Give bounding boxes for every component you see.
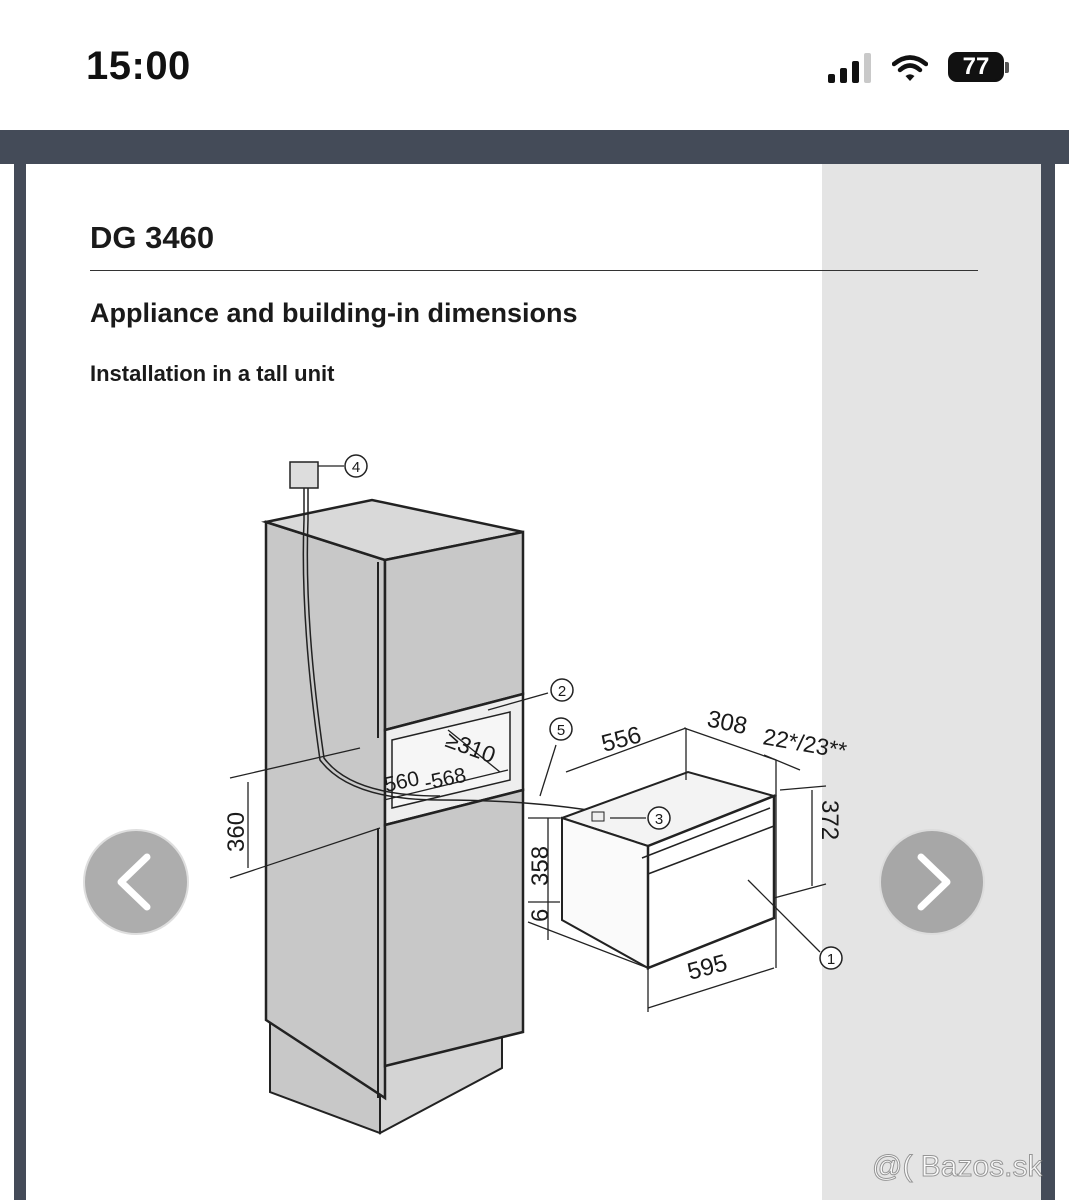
cabinet-side bbox=[264, 520, 387, 1101]
document-page: DG 3460 Appliance and building-in dimens… bbox=[26, 164, 1041, 1200]
junction-box bbox=[289, 461, 319, 489]
viewer-frame-top bbox=[0, 130, 1069, 164]
previous-image-button[interactable] bbox=[83, 829, 189, 935]
document-title: DG 3460 bbox=[90, 220, 215, 255]
dim-front-offset: 22*/23** bbox=[761, 723, 849, 763]
viewer-frame-outer-left bbox=[0, 164, 14, 1200]
callout-4: 4 bbox=[344, 454, 368, 478]
battery-percent: 77 bbox=[962, 53, 990, 80]
oven-front bbox=[646, 794, 776, 970]
chevron-left-icon bbox=[117, 853, 151, 911]
svg-text:3: 3 bbox=[655, 811, 663, 828]
viewer-frame-outer-right bbox=[1055, 164, 1069, 1200]
svg-text:1: 1 bbox=[827, 951, 835, 968]
status-bar: 15:00 77 bbox=[0, 0, 1069, 130]
viewer-frame-left bbox=[14, 164, 26, 1200]
callout-2: 2 bbox=[550, 678, 574, 702]
callout-5: 5 bbox=[549, 717, 573, 741]
dim-width: 595 bbox=[685, 949, 731, 985]
dim-depth: 556 bbox=[599, 721, 645, 757]
next-image-button[interactable] bbox=[879, 829, 985, 935]
callout-3: 3 bbox=[647, 806, 671, 830]
battery-icon: 77 bbox=[948, 52, 1010, 84]
svg-text:2: 2 bbox=[558, 683, 566, 700]
document-margin-panel bbox=[822, 164, 1041, 1200]
oven-plug bbox=[591, 811, 605, 822]
dim-body-height: 358 bbox=[527, 846, 554, 886]
power-cable bbox=[302, 486, 601, 813]
dim-height-total: 372 bbox=[816, 800, 843, 840]
wifi-icon bbox=[891, 53, 929, 83]
callout-1: 1 bbox=[819, 946, 843, 970]
signal-icon bbox=[828, 53, 876, 83]
chevron-right-icon bbox=[917, 853, 951, 911]
document-heading: Appliance and building-in dimensions bbox=[90, 298, 578, 328]
cabinet-lower-door bbox=[383, 788, 525, 1068]
svg-text:4: 4 bbox=[352, 459, 360, 476]
document-subheading: Installation in a tall unit bbox=[90, 361, 335, 386]
title-divider bbox=[90, 270, 978, 271]
dim-niche-height: 360 bbox=[223, 812, 250, 852]
dim-front: 308 bbox=[705, 705, 750, 740]
svg-text:5: 5 bbox=[557, 722, 565, 739]
watermark: @( Bazos.sk bbox=[872, 1150, 1043, 1184]
dim-foot: 6 bbox=[527, 909, 554, 922]
viewer-frame-right bbox=[1041, 164, 1055, 1200]
status-time: 15:00 bbox=[86, 44, 191, 88]
